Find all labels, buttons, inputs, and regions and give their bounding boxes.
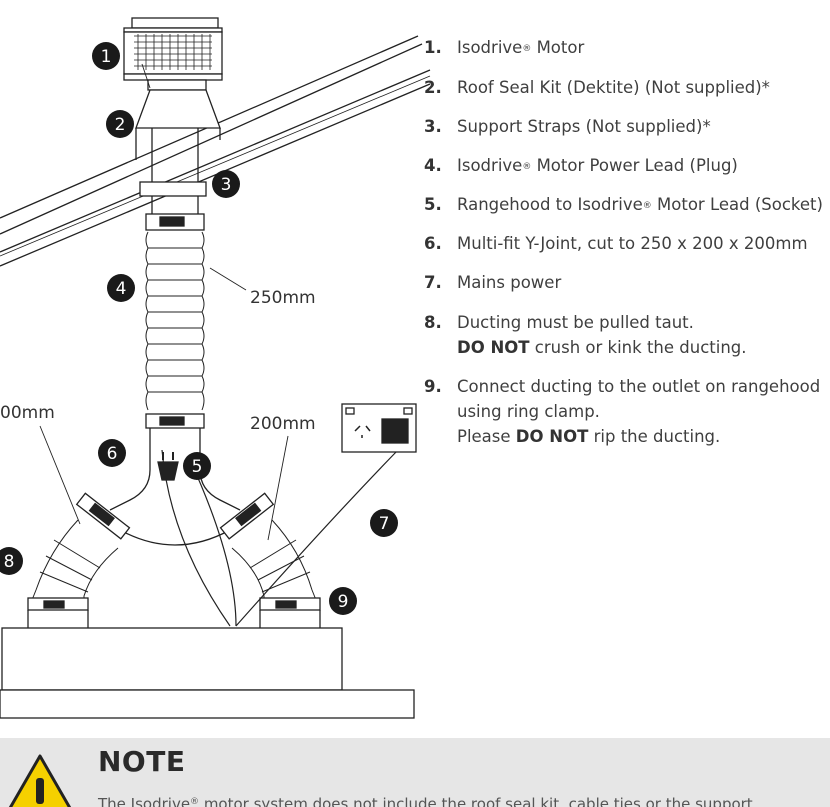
- callout-2: 2: [106, 110, 134, 138]
- motor-unit: [123, 17, 223, 91]
- svg-text:7: 7: [379, 514, 390, 534]
- note-title: NOTE: [98, 745, 186, 778]
- svg-text:5: 5: [192, 457, 203, 477]
- svg-text:8: 8: [4, 552, 15, 572]
- rangehood: [1, 627, 343, 691]
- cabinet-base: [0, 689, 415, 719]
- svg-text:4: 4: [116, 279, 127, 299]
- callout-7: 7: [370, 509, 398, 537]
- roof: [0, 35, 431, 267]
- svg-text:6: 6: [107, 444, 118, 464]
- callout-6: 6: [98, 439, 126, 467]
- y-joint: [75, 413, 275, 546]
- svg-text:1: 1: [101, 47, 112, 67]
- callout-3: 3: [212, 170, 240, 198]
- callout-8: 8: [0, 547, 23, 575]
- flex-duct: [145, 231, 205, 411]
- callout-4: 4: [107, 274, 135, 302]
- roof-seal: [135, 89, 221, 129]
- note-box: NOTE The Isodrive® motor system does not…: [0, 738, 830, 807]
- warning-icon: [8, 754, 72, 807]
- svg-text:3: 3: [221, 175, 232, 195]
- callout-9: 9: [329, 587, 357, 615]
- svg-text:2: 2: [115, 115, 126, 135]
- dimension-main: 250mm: [250, 288, 316, 308]
- note-text: The Isodrive® motor system does not incl…: [98, 795, 753, 807]
- top-duct: [139, 128, 207, 231]
- svg-text:9: 9: [338, 592, 349, 612]
- callout-1: 1: [92, 42, 120, 70]
- power-point: [341, 403, 417, 453]
- callout-5: 5: [183, 452, 211, 480]
- dimension-right: 200mm: [250, 414, 316, 434]
- installation-diagram: 250mm 200mm 00mm 1 2 3 4 5 6 7 8 9: [0, 17, 431, 719]
- dimension-left: 00mm: [0, 403, 55, 423]
